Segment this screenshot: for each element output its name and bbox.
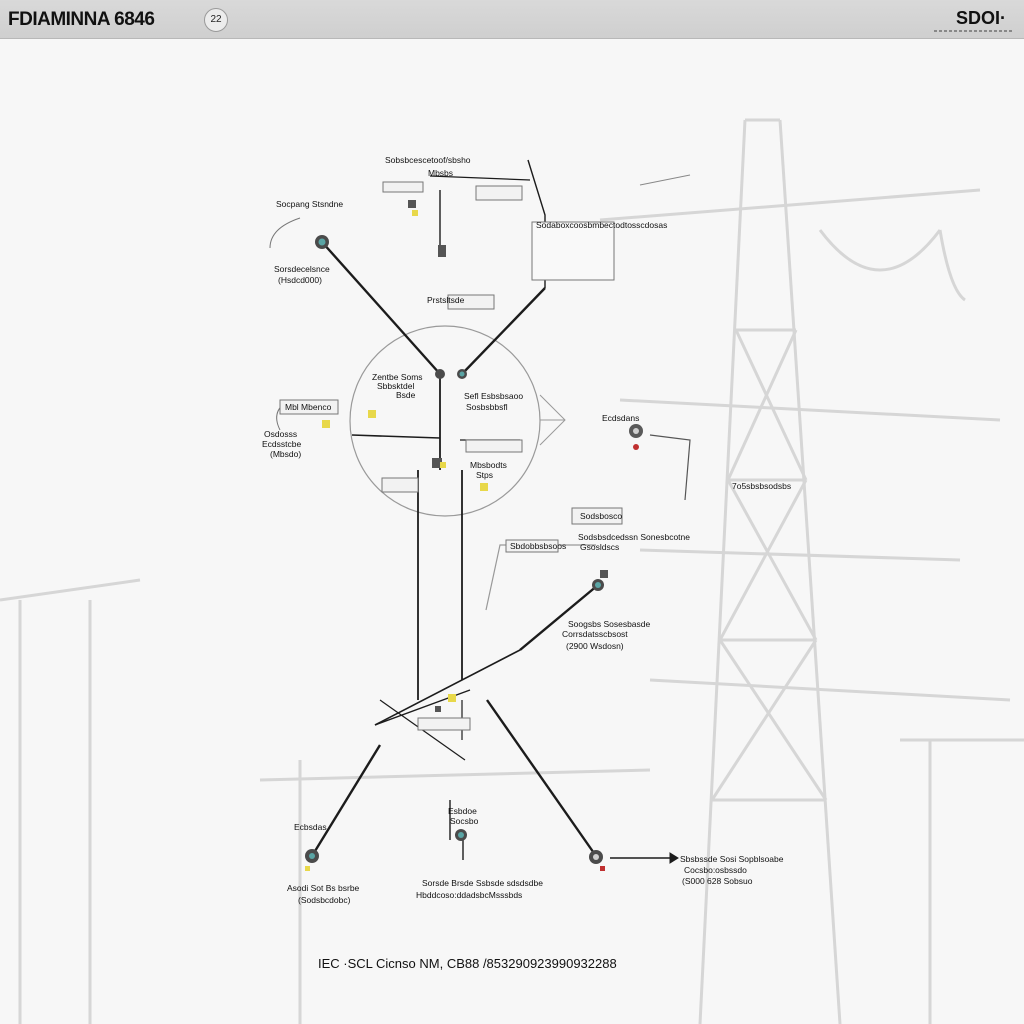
node-top-left[interactable]: [315, 235, 329, 249]
label-circle-left-3: Bsde: [396, 390, 416, 400]
label-circle-right: Sefl Esbsbsaoo: [464, 391, 523, 401]
node-bottom-right[interactable]: [589, 850, 603, 864]
label-sub-left: Sorsdecelsnce: [274, 264, 330, 274]
label-bottom-left-top: Ecbsdas: [294, 822, 327, 832]
label-circle-right-2: Sosbsbbsfl: [466, 402, 508, 412]
label-circle-left-2: Sbbsktdel: [377, 381, 414, 391]
label-mid-box-right: Sodsbosco: [580, 511, 622, 521]
substation-ring: [349, 325, 541, 517]
label-boxes: [279, 181, 623, 731]
node-circle-right[interactable]: [457, 369, 467, 379]
label-bottom-left-2: (Sodsbcdobc): [298, 895, 351, 905]
label-bottom-right-3: (S000 628 Sobsuo: [682, 876, 753, 886]
label-left-box: Mbl Mbenco: [285, 402, 332, 412]
label-right-ecdsdans: Ecdsdans: [602, 413, 639, 423]
label-top-center: Sobsbcescetoof/sbsho: [385, 155, 471, 165]
label-bottom-right: Sbsbssde Sosi Sopblsoabe: [680, 854, 784, 864]
label-right-code: 7o5sbsbsodsbs: [732, 481, 791, 491]
node-bottom-mid[interactable]: [455, 829, 467, 841]
label-mid-2: Gsosldscs: [580, 542, 619, 552]
label-right-top-box: Sodaboxcoosbmbectodtosscdosas: [536, 220, 667, 230]
label-bottom-mid: Sorsde Brsde Ssbsde sdsdsdbe: [422, 878, 543, 888]
label-bottom-right-2: Cocsbo:osbssdo: [684, 865, 747, 875]
node-lower-right[interactable]: [592, 579, 604, 591]
diagram-canvas: Sobsbcescetoof/sbsho Mbsbs Socpang Stsnd…: [0, 118, 1024, 1024]
label-circle-lower-2: Stps: [476, 470, 493, 480]
label-mid: Sodsbsdcedssn Sonesbcotne: [578, 532, 690, 542]
label-left-mid: Osdosss: [264, 429, 297, 439]
page-badge[interactable]: 22: [204, 8, 228, 32]
label-lower-right-2: Corrsdatsscbsost: [562, 629, 628, 639]
connection-lines: [269, 159, 691, 864]
label-top-center-sub: Mbsbs: [428, 168, 453, 178]
title-bar: FDIAMINNA 6846 22 SDOI·: [0, 0, 1024, 39]
label-left-mid-2: Ecdsstcbe: [262, 439, 301, 449]
label-circle-lower: Mbsbodts: [470, 460, 507, 470]
background-tower: [0, 118, 1024, 1024]
node-right-indicator[interactable]: [629, 424, 643, 450]
label-mid-box-left: Sbdobbsbsoos: [510, 541, 566, 551]
label-bottom-mid-top: Esbdoe: [448, 806, 477, 816]
node-circle-left[interactable]: [435, 369, 445, 379]
app-title: FDIAMINNA 6846: [8, 9, 155, 30]
label-sop-station: Socpang Stsndne: [276, 199, 343, 209]
label-bottom-mid-2: Hbddcoso:ddadsbcMsssbds: [416, 890, 522, 900]
label-protection: Prstsltsde: [427, 295, 465, 305]
label-bottom-left: Asodi Sot Bs bsrbe: [287, 883, 360, 893]
subtitle-strip: [934, 30, 1014, 32]
label-circle-left: Zentbe Soms: [372, 372, 423, 382]
label-lower-right: Soogsbs Sosesbasde: [568, 619, 650, 629]
node-bottom-left[interactable]: [305, 849, 319, 863]
label-sub-left-sub: (Hsdcd000): [278, 275, 322, 285]
label-left-mid-3: (Mbsdo): [270, 449, 301, 459]
label-lower-right-3: (2900 Wsdosn): [566, 641, 624, 651]
document-code: SDOI·: [955, 8, 1006, 28]
label-bottom-mid-top-2: Socsbo: [450, 816, 479, 826]
footer-reference: IEC ·SCL Cicnso NM, CB88 /85329092399093…: [318, 956, 617, 971]
